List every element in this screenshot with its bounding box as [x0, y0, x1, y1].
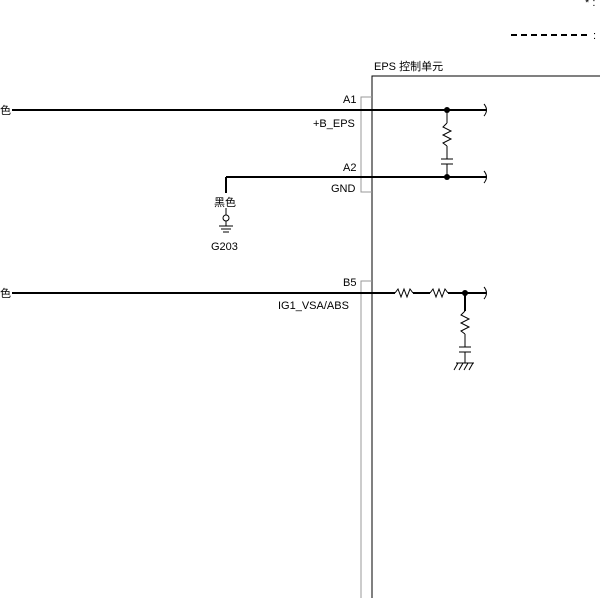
ground-wire-color: 黑色: [214, 195, 236, 209]
b5-resistor-3-icon: [459, 310, 471, 335]
wire-color-left-1: 色: [0, 103, 11, 117]
wire-a1-break: [483, 103, 487, 117]
module-title: EPS 控制单元: [374, 59, 443, 73]
connector-a-bracket: [360, 96, 372, 193]
pin-a1-signal: +B_EPS: [313, 118, 355, 130]
wire-b5-break: [483, 286, 487, 300]
b5-resistor-2-icon: [429, 287, 449, 299]
chassis-ground-icon: [453, 362, 474, 371]
ground-terminal: [222, 214, 230, 222]
b5-resistor-1-icon: [394, 287, 414, 299]
pin-a2-signal: GND: [331, 183, 356, 195]
a1-resistor-icon: [441, 122, 453, 147]
wire-color-left-2: 色: [0, 286, 11, 300]
pin-b5-signal: IG1_VSA/ABS: [278, 300, 349, 312]
ground-id: G203: [211, 241, 238, 253]
pin-a2-id: A2: [343, 162, 356, 174]
corner-mark-top: * :: [585, 0, 595, 9]
pin-b5-id: B5: [343, 277, 356, 289]
module-outline: [371, 75, 600, 598]
wire-a2-break: [483, 170, 487, 184]
corner-mark-dashed: :: [593, 30, 596, 42]
junction-a2: [444, 174, 450, 180]
junction-a1: [444, 107, 450, 113]
connector-b-bracket: [360, 280, 372, 598]
pin-a1-id: A1: [343, 94, 356, 106]
